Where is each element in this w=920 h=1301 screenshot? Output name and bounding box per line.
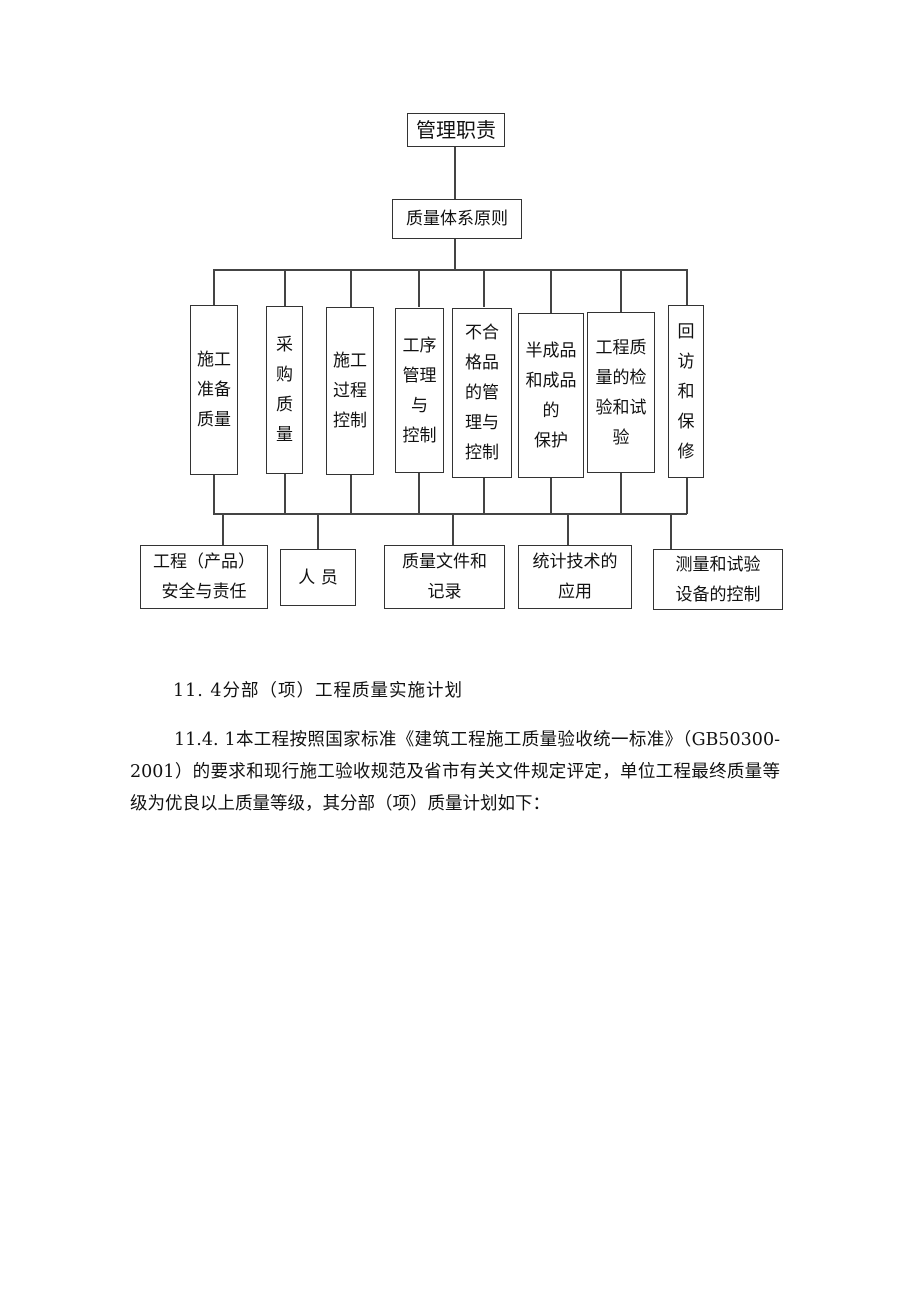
box-product-protection: 半成品 和成品 的 保护 bbox=[518, 313, 584, 478]
connector-drop bbox=[213, 269, 215, 307]
section-body-paragraph: 11.4. 1本工程按照国家标准《建筑工程施工质量验收统一标准》（GB50300… bbox=[130, 730, 780, 814]
box-personnel: 人 员 bbox=[280, 549, 356, 606]
box-procedure-management-control: 工序 管理 与 控制 bbox=[395, 308, 444, 473]
box-construction-preparation-quality: 施工 准备 质量 bbox=[190, 305, 238, 475]
connector-rise bbox=[284, 474, 286, 514]
box-follow-up-and-maintenance: 回 访 和 保 修 bbox=[668, 305, 704, 478]
connector-rise bbox=[213, 474, 215, 514]
connector-bottom-drop bbox=[222, 513, 224, 547]
box-inspection-and-testing: 工程质 量的检 验和试 验 bbox=[587, 312, 655, 473]
connector-drop bbox=[418, 269, 420, 307]
box-measuring-test-equipment-control: 测量和试验 设备的控制 bbox=[653, 549, 783, 610]
connector-drop bbox=[350, 269, 352, 307]
box-statistical-techniques: 统计技术的 应用 bbox=[518, 545, 632, 609]
connector-drop bbox=[550, 269, 552, 313]
connector-drop bbox=[483, 269, 485, 307]
connector-rise bbox=[418, 472, 420, 514]
box-management-responsibility: 管理职责 bbox=[407, 113, 505, 147]
section-heading: 11. 4分部（项）工程质量实施计划 bbox=[173, 681, 464, 701]
box-nonconforming-product-control: 不合 格品 的管 理与 控制 bbox=[452, 308, 512, 478]
connector-rise bbox=[686, 477, 688, 514]
box-quality-documents-records: 质量文件和 记录 bbox=[384, 545, 505, 609]
box-product-safety-responsibility: 工程（产品） 安全与责任 bbox=[140, 545, 268, 609]
connector-rise bbox=[350, 474, 352, 514]
connector-rise bbox=[620, 472, 622, 514]
connector-bottom-drop bbox=[317, 513, 319, 550]
box-procurement-quality: 采 购 质 量 bbox=[266, 306, 303, 474]
connector-rise bbox=[550, 477, 552, 514]
connector-upper-horizontal bbox=[213, 269, 687, 271]
connector-lower-horizontal bbox=[213, 513, 687, 515]
connector-bottom-drop bbox=[452, 513, 454, 547]
connector-drop bbox=[686, 269, 688, 307]
connector-bottom-drop bbox=[567, 513, 569, 547]
connector-bottom-drop bbox=[670, 513, 672, 550]
connector-top-vertical bbox=[454, 146, 456, 200]
connector-drop bbox=[284, 269, 286, 307]
connector-rise bbox=[483, 477, 485, 514]
box-construction-process-control: 施工 过程 控制 bbox=[326, 307, 374, 475]
box-quality-system-principles: 质量体系原则 bbox=[392, 199, 522, 239]
connector-drop bbox=[620, 269, 622, 313]
connector-second-vertical bbox=[454, 238, 456, 270]
